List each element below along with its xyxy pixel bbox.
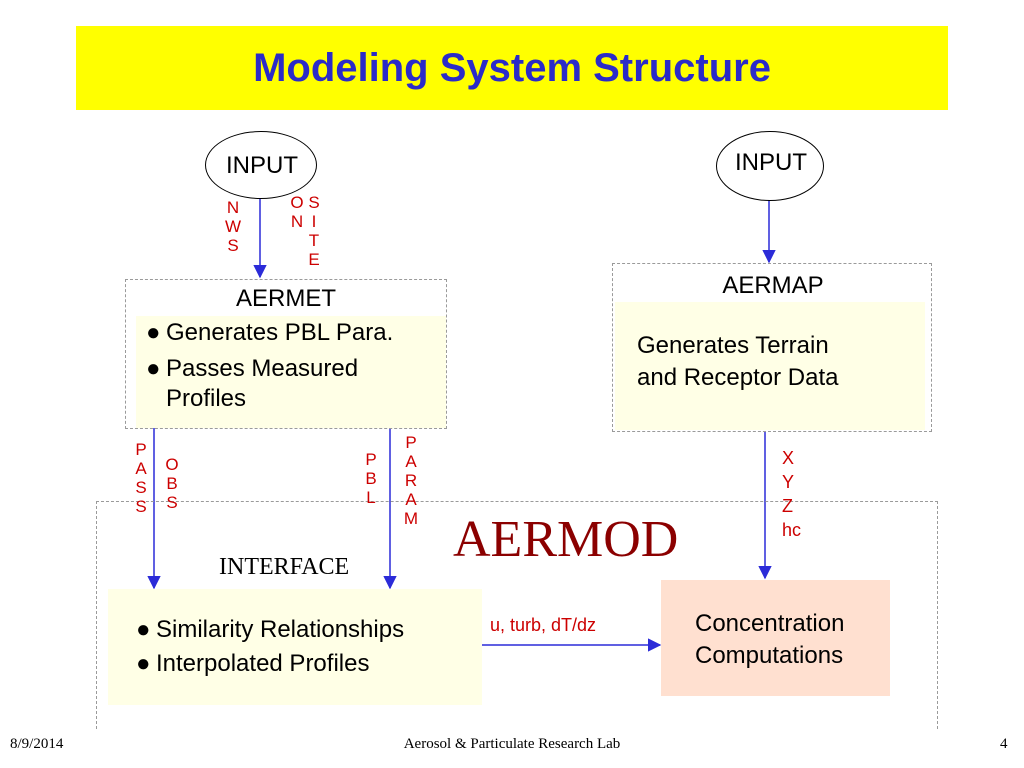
nws-letter: S (227, 236, 239, 255)
pass-letter: S (135, 497, 147, 516)
aermet-bullet-2-line2: Profiles (166, 385, 247, 412)
onsite-label-col1: O N (289, 193, 305, 231)
aermap-line-1: Generates Terrain (637, 332, 829, 359)
pass-letter: S (135, 478, 147, 497)
concentration-line-1: Concentration (695, 610, 845, 637)
param-label: P A R A M (403, 433, 419, 528)
interface-box: ●Similarity Relationships ●Interpolated … (108, 589, 482, 705)
obs-letter: B (166, 474, 178, 493)
aermet-content: ●Generates PBL Para. ●Passes Measured Pr… (136, 316, 446, 428)
param-letter: M (403, 509, 419, 528)
aermet-bullet-2-line1: Passes Measured (166, 355, 359, 382)
left-input-oval: INPUT (205, 131, 317, 199)
param-letter: A (405, 490, 417, 509)
bullet-icon: ● (136, 650, 151, 677)
param-letter: R (404, 471, 418, 490)
pass-label: P A S S (133, 440, 149, 516)
aermet-title: AERMET (235, 285, 336, 312)
bullet-icon: ● (136, 616, 151, 643)
flow-label: u, turb, dT/dz (490, 615, 597, 635)
title-band: Modeling System Structure (76, 26, 948, 110)
xyzhc-label: X Y Z hc (782, 446, 801, 542)
right-input-oval: INPUT (716, 131, 824, 201)
interface-bullet-2: ●Interpolated Profiles (136, 649, 369, 679)
interface-label: INTERFACE (219, 554, 350, 580)
aermet-bullet-1: ●Generates PBL Para. (146, 318, 393, 348)
xyzhc-item: Z (782, 496, 793, 516)
onsite-letter: S (308, 193, 320, 212)
bullet-icon: ● (146, 355, 161, 382)
nws-letter: N (226, 198, 240, 217)
onsite-letter: T (308, 231, 320, 250)
concentration-box: Concentration Computations (661, 580, 890, 696)
right-input-label: INPUT (735, 149, 807, 176)
pbl-label: P B L (363, 450, 379, 507)
obs-letter: O (165, 455, 179, 474)
aermod-region (96, 501, 938, 729)
pbl-letter: L (366, 488, 376, 507)
xyzhc-item: X (782, 448, 795, 468)
interface-bullet-1: ●Similarity Relationships (136, 615, 404, 645)
slide-title: Modeling System Structure (253, 46, 771, 90)
xyzhc-item: Y (782, 472, 795, 492)
concentration-line-2: Computations (695, 642, 844, 669)
param-letter: P (405, 433, 417, 452)
pbl-letter: B (365, 469, 377, 488)
onsite-letter: O (290, 193, 304, 212)
param-letter: A (405, 452, 417, 471)
onsite-letter: I (311, 212, 317, 231)
xyzhc-item: hc (782, 520, 802, 540)
onsite-label-col2: S I T E (306, 193, 322, 269)
aermet-bullet-2: ●Passes Measured Profiles (146, 354, 358, 414)
aermet-bullet-1-text: Generates PBL Para. (166, 319, 394, 346)
obs-letter: S (166, 493, 178, 512)
aermap-title: AERMAP (722, 272, 824, 299)
aermod-title: AERMOD (453, 511, 679, 568)
interface-bullet-2-text: Interpolated Profiles (156, 650, 370, 677)
aermap-line-2: and Receptor Data (637, 364, 839, 391)
obs-label: O B S (164, 455, 180, 512)
nws-letter: W (225, 217, 242, 236)
pbl-letter: P (365, 450, 377, 469)
bullet-icon: ● (146, 319, 161, 346)
aermap-content: Generates Terrain and Receptor Data (615, 302, 925, 430)
footer-date: 8/9/2014 (10, 736, 64, 752)
pass-letter: A (135, 459, 147, 478)
aermap-box: AERMAP Generates Terrain and Receptor Da… (612, 263, 932, 432)
footer-page-number: 4 (1000, 736, 1008, 752)
nws-label: N W S (225, 198, 241, 255)
interface-bullet-1-text: Similarity Relationships (156, 616, 405, 643)
onsite-letter: N (290, 212, 304, 231)
footer-center: Aerosol & Particulate Research Lab (403, 736, 621, 752)
aermet-box: AERMET ●Generates PBL Para. ●Passes Meas… (125, 279, 447, 429)
pass-letter: P (135, 440, 147, 459)
onsite-letter: E (308, 250, 320, 269)
left-input-label: INPUT (226, 152, 298, 179)
